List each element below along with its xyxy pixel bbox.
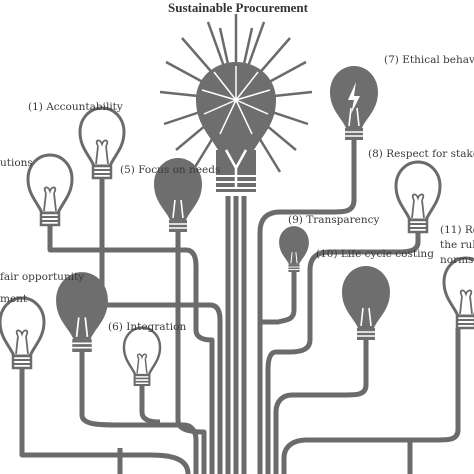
bulb-rule-of-law-icon: [442, 256, 474, 330]
label-rule-of-law-line3: norms: [440, 254, 473, 266]
label-accountability: (1) Accountability: [28, 101, 123, 113]
bulb-transparency-icon: [278, 225, 310, 273]
bulb-solutions-icon: [26, 153, 74, 227]
label-integration: (6) Integration: [108, 321, 186, 333]
bulb-integration-icon: [122, 326, 162, 387]
diagram-title: Sustainable Procurement: [168, 0, 309, 15]
label-solutions: utions: [0, 157, 33, 169]
bulb-respect-stakeholders-icon: [394, 160, 442, 234]
label-fair-opportunity: fair opportunity: [0, 271, 84, 283]
label-rule-of-law-line2: the rul: [440, 239, 474, 251]
label-ment: ment: [0, 293, 28, 305]
bulb-left-edge-icon: [0, 296, 46, 370]
label-transparency: (9) Transparency: [288, 214, 380, 226]
connector-wires: [19, 140, 461, 474]
bulb-accountability-icon: [78, 106, 126, 180]
lightning-bolt-icon: [348, 82, 360, 114]
label-respect-stakeholders: (8) Respect for stakeho: [368, 148, 474, 160]
bulb-life-cycle-costing-icon: [341, 265, 391, 341]
bulb-ethical-behaviour-icon: [329, 65, 379, 141]
central-light-bulb-icon: [159, 14, 313, 192]
label-rule-of-law-line1: (11) Re: [440, 224, 474, 236]
bulb-fair-opportunity-icon: [55, 271, 109, 353]
label-life-cycle-costing: (10) Life cycle costing: [316, 248, 434, 260]
label-ethical-behaviour: (7) Ethical behavio: [384, 54, 474, 66]
label-focus-on-needs: (5) Focus on needs: [120, 164, 220, 176]
